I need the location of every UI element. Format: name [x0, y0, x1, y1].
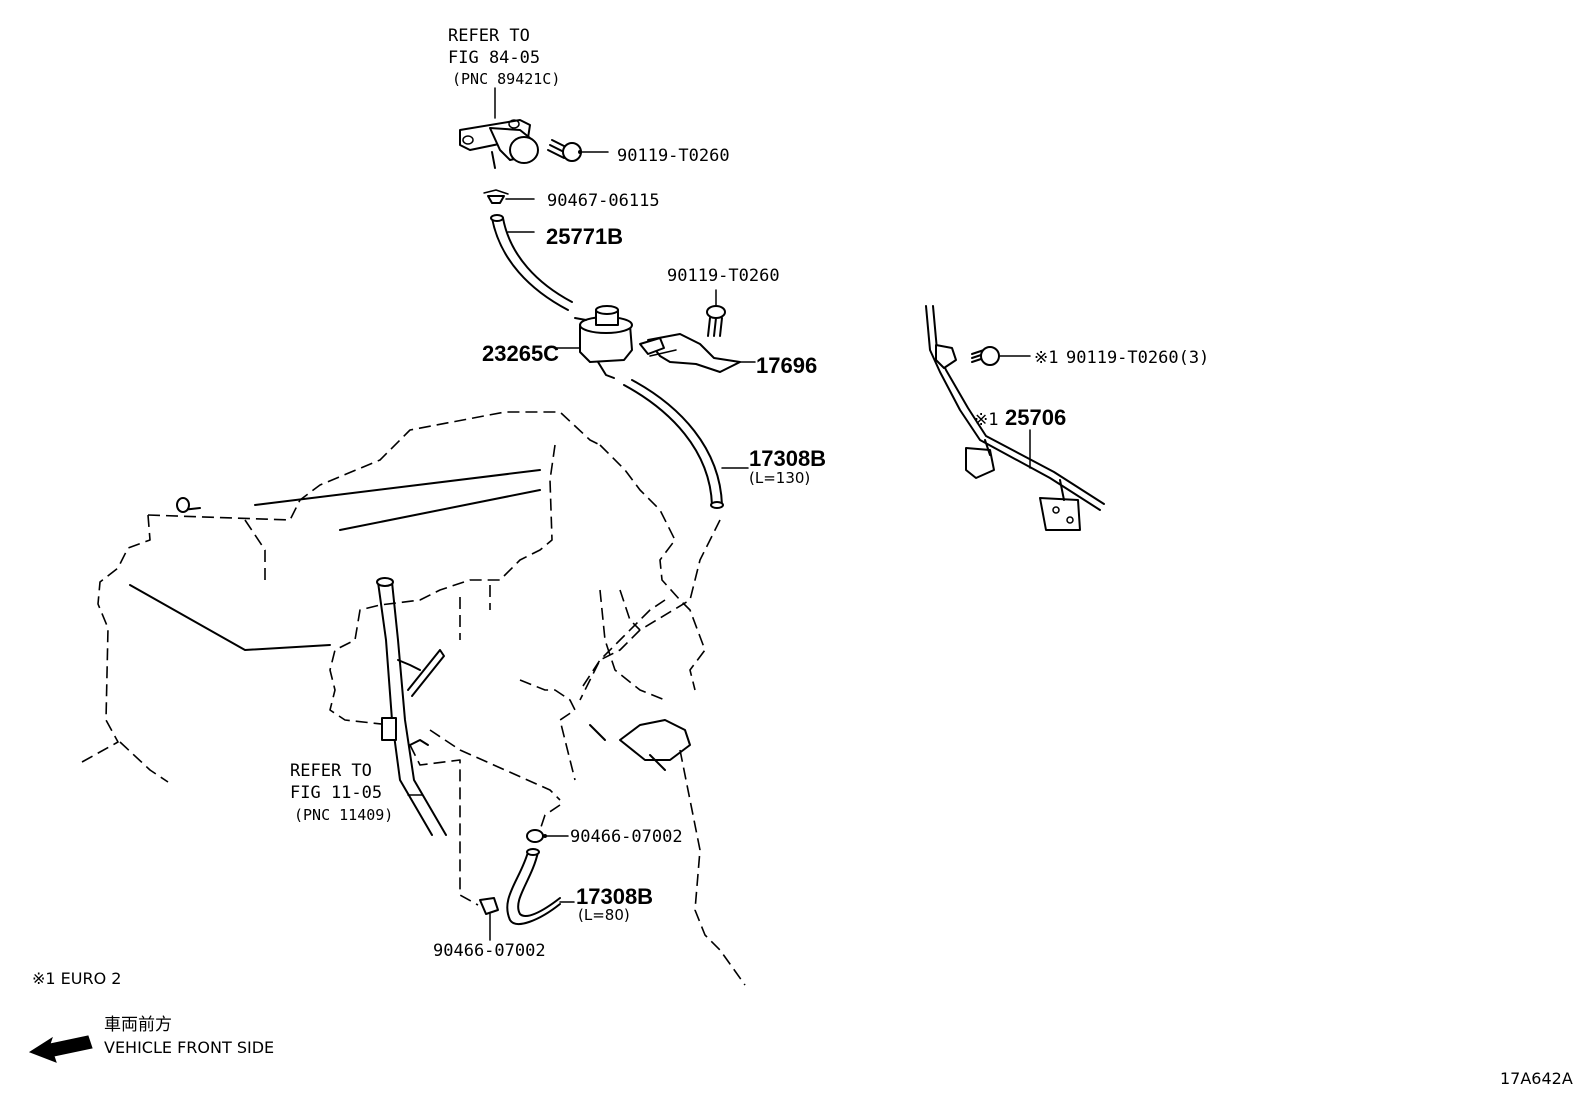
refer-11-line3: (PNC 11409) — [294, 806, 393, 824]
label-hose-low: 17308B — [576, 884, 653, 909]
figure-code: 17A642A — [1500, 1069, 1573, 1088]
label-hose-mid: 17308B — [749, 446, 826, 471]
bolt-top — [547, 139, 609, 162]
label-clamp-top: 90467-06115 — [547, 191, 660, 211]
label-refer-84: REFER TO FIG 84-05 (PNC 89421C) — [448, 26, 560, 88]
label-sensor: 25706 — [1005, 405, 1066, 430]
footnote-euro2: ※1 EURO 2 — [32, 969, 121, 988]
label-clamp-low-right: 90466-07002 — [570, 827, 683, 847]
clamp-low-right — [526, 829, 569, 843]
refer-11-line1: REFER TO — [290, 761, 372, 781]
refer-84-line2: FIG 84-05 — [448, 48, 540, 68]
dipstick-guide — [376, 577, 447, 836]
bolt-right — [971, 346, 1031, 366]
label-sensor-mark: ※1 — [974, 410, 998, 430]
hose-17308b-130 — [623, 379, 749, 509]
vsv-23265c — [554, 305, 633, 379]
bracket-17696 — [639, 333, 756, 373]
label-bolt-top: 90119-T0260 — [617, 146, 730, 166]
label-clamp-low-left: 90466-07002 — [433, 941, 546, 961]
label-hose-mid-len: (L=130) — [749, 469, 810, 487]
direction-jp: 車両前方 — [104, 1015, 172, 1035]
clamp-low-left — [479, 897, 499, 941]
refer-11-line2: FIG 11-05 — [290, 783, 382, 803]
label-bolt-mid: 90119-T0260 — [667, 266, 780, 286]
engine-outline — [81, 411, 746, 986]
direction-en: VEHICLE FRONT SIDE — [104, 1038, 274, 1057]
sensor-25706 — [925, 305, 1105, 531]
refer-84-line1: REFER TO — [448, 26, 530, 46]
label-bolt-right: 90119-T0260(3) — [1066, 348, 1209, 368]
label-hose-25771b: 25771B — [546, 224, 623, 249]
clamp-top — [483, 189, 535, 204]
label-hose-low-len: (L=80) — [578, 906, 630, 924]
hose-25771b — [490, 214, 573, 311]
label-bolt-right-mark: ※1 — [1034, 348, 1058, 368]
refer-84-line3: (PNC 89421C) — [452, 70, 560, 88]
map-sensor — [459, 87, 539, 169]
vehicle-front-indicator: 車両前方 VEHICLE FRONT SIDE — [28, 1015, 274, 1063]
label-bracket: 17696 — [756, 353, 817, 378]
hose-17308b-80 — [506, 848, 575, 925]
label-vsv: 23265C — [482, 341, 559, 366]
label-refer-11: REFER TO FIG 11-05 (PNC 11409) — [290, 761, 393, 824]
bolt-mid — [706, 289, 726, 337]
arrow-left-icon — [28, 1035, 93, 1063]
